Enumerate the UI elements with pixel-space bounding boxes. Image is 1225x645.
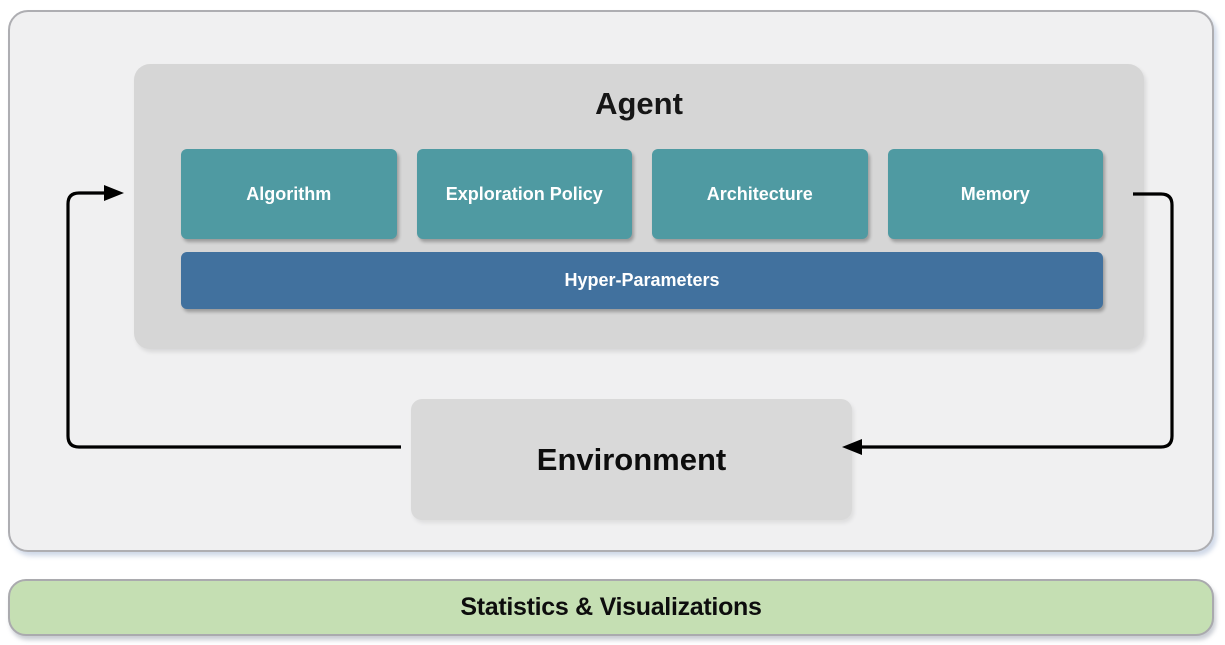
agent-component-architecture: Architecture [652, 149, 868, 239]
agent-title: Agent [595, 86, 683, 121]
statistics-visualizations-bar: Statistics & Visualizations [8, 579, 1214, 636]
agent-component-algorithm: Algorithm [181, 149, 397, 239]
environment-box: Environment [411, 399, 852, 520]
hyper-parameters-bar: Hyper-Parameters [181, 252, 1103, 309]
agent-panel: Agent Algorithm Exploration Policy Archi… [134, 64, 1144, 349]
system-panel: Agent Algorithm Exploration Policy Archi… [8, 10, 1214, 552]
agent-component-exploration-policy: Exploration Policy [416, 149, 632, 239]
agent-component-memory: Memory [887, 149, 1103, 239]
agent-component-row: Algorithm Exploration Policy Architectur… [181, 149, 1103, 239]
